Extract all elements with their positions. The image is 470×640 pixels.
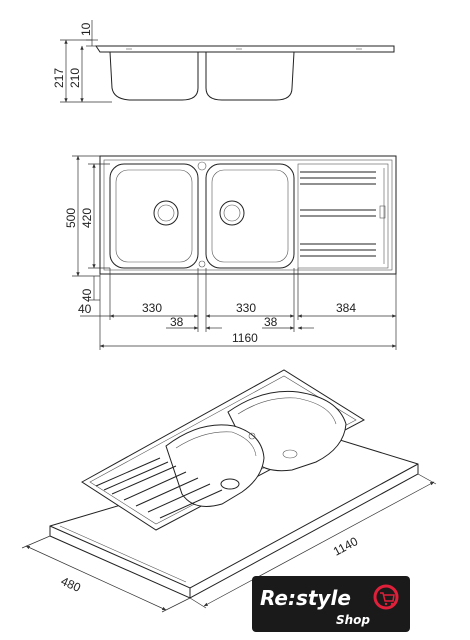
top-view: 500 420 40 40 330 330 384 38 38 1160 <box>64 155 397 350</box>
dim-side-total: 217 <box>52 68 66 88</box>
dim-top-depth-inner: 420 <box>80 208 94 228</box>
dim-gap-right: 38 <box>264 315 278 329</box>
dim-iso-length: 1140 <box>331 534 361 559</box>
side-view: 10 217 210 <box>52 20 395 103</box>
dim-drainer: 384 <box>336 301 356 315</box>
dim-length-total: 1160 <box>232 331 258 345</box>
cart-icon <box>373 584 399 610</box>
dim-bowl-left: 330 <box>142 301 162 315</box>
dim-side-rim: 10 <box>79 22 93 36</box>
dim-top-side: 40 <box>78 302 92 316</box>
dim-iso-depth: 480 <box>59 574 83 595</box>
dim-side-bowl: 210 <box>68 68 82 88</box>
dim-gap-left: 38 <box>170 315 184 329</box>
logo-sub: Shop <box>336 613 370 627</box>
iso-view: 1140 480 <box>21 369 437 613</box>
dim-top-depth-total: 500 <box>64 208 78 228</box>
restyle-shop-logo: Re:style Shop <box>252 576 410 632</box>
dim-bowl-right: 330 <box>236 301 256 315</box>
logo-text: Re:style <box>260 586 351 610</box>
dim-top-front: 40 <box>80 288 94 302</box>
